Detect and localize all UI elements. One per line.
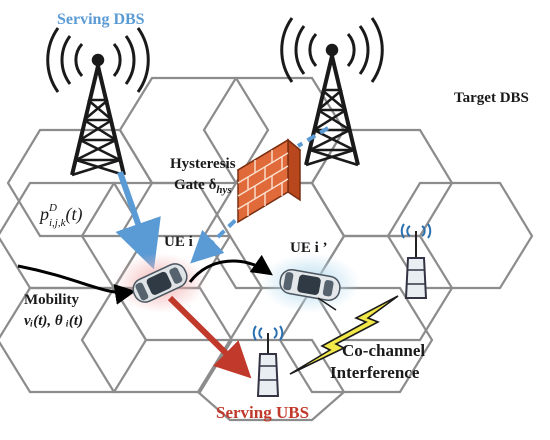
ubs-antenna-right-icon — [400, 223, 432, 299]
serving-dbs-link-arrow — [115, 171, 161, 270]
firewall-icon — [236, 138, 302, 224]
interference-link — [317, 297, 337, 311]
handover-dashed-link — [296, 126, 330, 148]
hysteresis-label-line1: Hysteresis — [170, 156, 236, 172]
handover-trajectory — [188, 254, 273, 283]
serving-ubs-link-arrow — [167, 295, 252, 379]
serving-ubs-label: Serving UBS — [216, 403, 309, 422]
hysteresis-label-line2: Gate δhys — [174, 177, 232, 196]
serving-dbs-tower-icon — [46, 27, 150, 177]
target-dbs-label: Target DBS — [454, 90, 529, 106]
mobility-label: Mobility — [24, 292, 79, 308]
target-dbs-tower-icon — [280, 17, 384, 167]
cochannel-label-line2: Interference — [330, 363, 420, 382]
mobility-trajectory — [17, 264, 136, 305]
ue-i-prime-car-icon — [279, 268, 341, 302]
serving-ubs-antenna-icon — [252, 325, 284, 397]
handover-dashed-arrow — [190, 208, 248, 264]
ue-i-prime-label: UE i ’ — [290, 240, 328, 256]
serving-dbs-label: Serving DBS — [57, 11, 145, 28]
ue-i-car-icon — [132, 263, 188, 303]
lightning-icon — [289, 295, 399, 375]
ue-i-label: UE i — [164, 234, 193, 250]
mobility-vars-label: vᵢ(t), θ ᵢ(t) — [24, 313, 83, 329]
cochannel-label-line1: Co-channel — [342, 341, 425, 360]
